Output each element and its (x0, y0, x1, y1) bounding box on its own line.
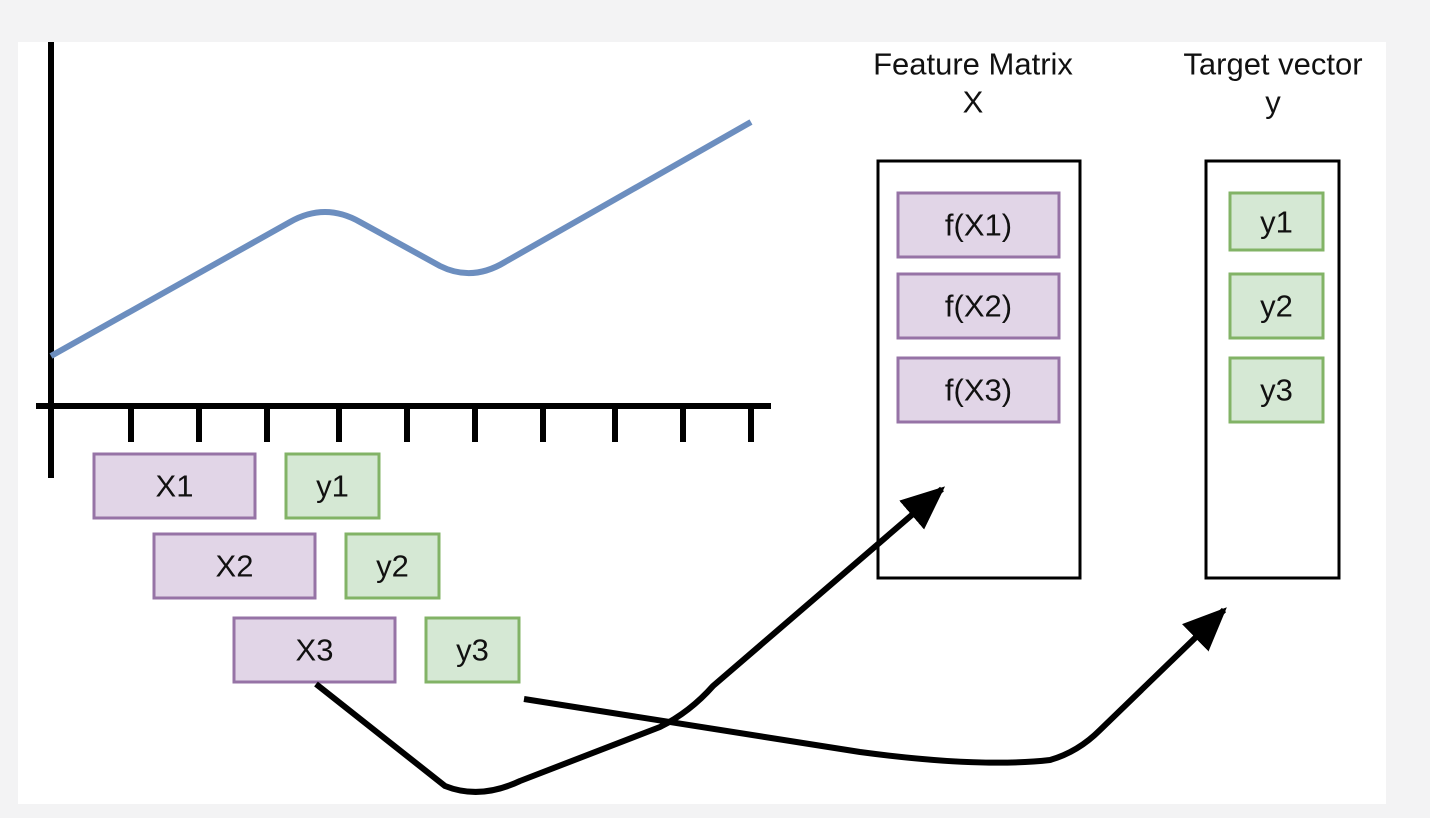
feature-row-box (896, 272, 1061, 340)
target-window-box (424, 616, 521, 684)
target-to-vector-arrow (523, 607, 1227, 766)
time-series-line (49, 119, 753, 359)
feature-window-box (232, 616, 397, 684)
target-row-box (1228, 356, 1325, 424)
target-row-box (1228, 191, 1325, 252)
target-window-box (284, 452, 381, 520)
feature-row-box (896, 356, 1061, 424)
target-row-box (1228, 272, 1325, 340)
target-row-label: y1 (1260, 205, 1293, 240)
window-1: X1 y1 (92, 452, 381, 520)
feature-window-label: X1 (156, 469, 194, 504)
window-2: X2 y2 (152, 532, 441, 600)
target-vector-title: Target vector (1183, 47, 1362, 82)
feature-window-box (152, 532, 317, 600)
target-vector-symbol: y (1265, 85, 1281, 120)
feature-row-label: f(X3) (945, 373, 1012, 408)
feature-to-matrix-arrow (314, 486, 946, 795)
feature-matrix: Feature Matrix X f(X1) f(X2) f(X3) (873, 47, 1082, 580)
feature-matrix-symbol: X (963, 85, 984, 120)
feature-row-box (896, 191, 1061, 259)
target-window-label: y2 (376, 549, 409, 584)
target-window-box (344, 532, 441, 600)
feature-matrix-title: Feature Matrix (873, 47, 1073, 82)
target-window-label: y3 (456, 633, 489, 668)
time-series-plot (36, 42, 771, 478)
window-3: X3 y3 (232, 616, 521, 684)
target-window-label: y1 (316, 469, 349, 504)
feature-row-label: f(X1) (945, 208, 1012, 243)
feature-window-label: X2 (216, 549, 254, 584)
target-row-label: y2 (1260, 289, 1293, 324)
feature-window-box (92, 452, 257, 520)
target-vector: Target vector y y1 y2 y3 (1183, 47, 1363, 580)
target-row-label: y3 (1260, 373, 1293, 408)
feature-window-label: X3 (296, 633, 334, 668)
feature-row-label: f(X2) (945, 289, 1012, 324)
